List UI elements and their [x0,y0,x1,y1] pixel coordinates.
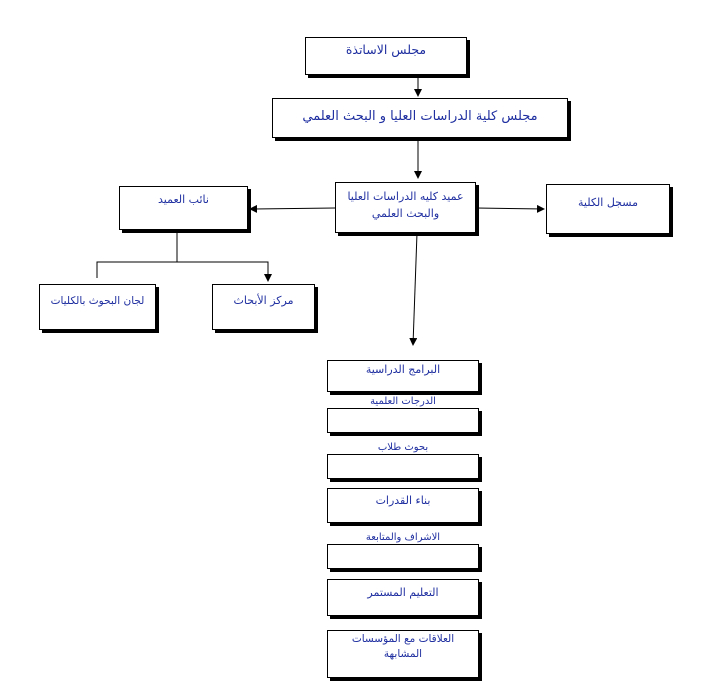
relations-label: العلاقات مع المؤسسات المشابهة [351,633,455,660]
research-committees-label: لجان البحوث بالكليات [50,295,145,307]
research-center-label: مركز الأبحاث [233,294,294,307]
council-label: مجلس الاساتذة [345,42,427,57]
box-council[interactable]: مجلس الاساتذة [305,37,467,75]
degrees-label: الدرجات العلمية [370,396,436,407]
box-continuing-education[interactable]: التعليم المستمر [327,579,479,616]
box-supervision[interactable] [327,544,479,569]
box-student-research[interactable] [327,454,479,479]
box-relations[interactable]: العلاقات مع المؤسسات المشابهة [327,630,479,678]
box-programs[interactable]: البرامج الدراسية [327,360,479,392]
deputy-label: نائب العميد [158,193,209,206]
box-deputy[interactable]: نائب العميد [119,186,248,230]
programs-label: البرامج الدراسية [365,363,441,376]
dean-label: عميد كليه الدراسات العليا والبحث العلمي [347,190,464,220]
box-capacity-building[interactable]: بناء القدرات [327,488,479,523]
box-registrar[interactable]: مسجل الكلية [546,184,670,234]
capacity-building-label: بناء القدرات [375,494,431,507]
registrar-label: مسجل الكلية [578,196,638,209]
box-research-committees[interactable]: لجان البحوث بالكليات [39,284,156,330]
box-research-center[interactable]: مركز الأبحاث [212,284,315,330]
box-college-council[interactable]: مجلس كلية الدراسات العليا و البحث العلمي [272,98,568,138]
student-research-label: بحوث طلاب [377,442,429,453]
box-dean[interactable]: عميد كليه الدراسات العليا والبحث العلمي [335,182,476,233]
college-council-label: مجلس كلية الدراسات العليا و البحث العلمي [302,109,538,124]
box-degrees[interactable] [327,408,479,433]
supervision-label: الاشراف والمتابعة [365,532,441,543]
continuing-education-label: التعليم المستمر [367,586,439,599]
